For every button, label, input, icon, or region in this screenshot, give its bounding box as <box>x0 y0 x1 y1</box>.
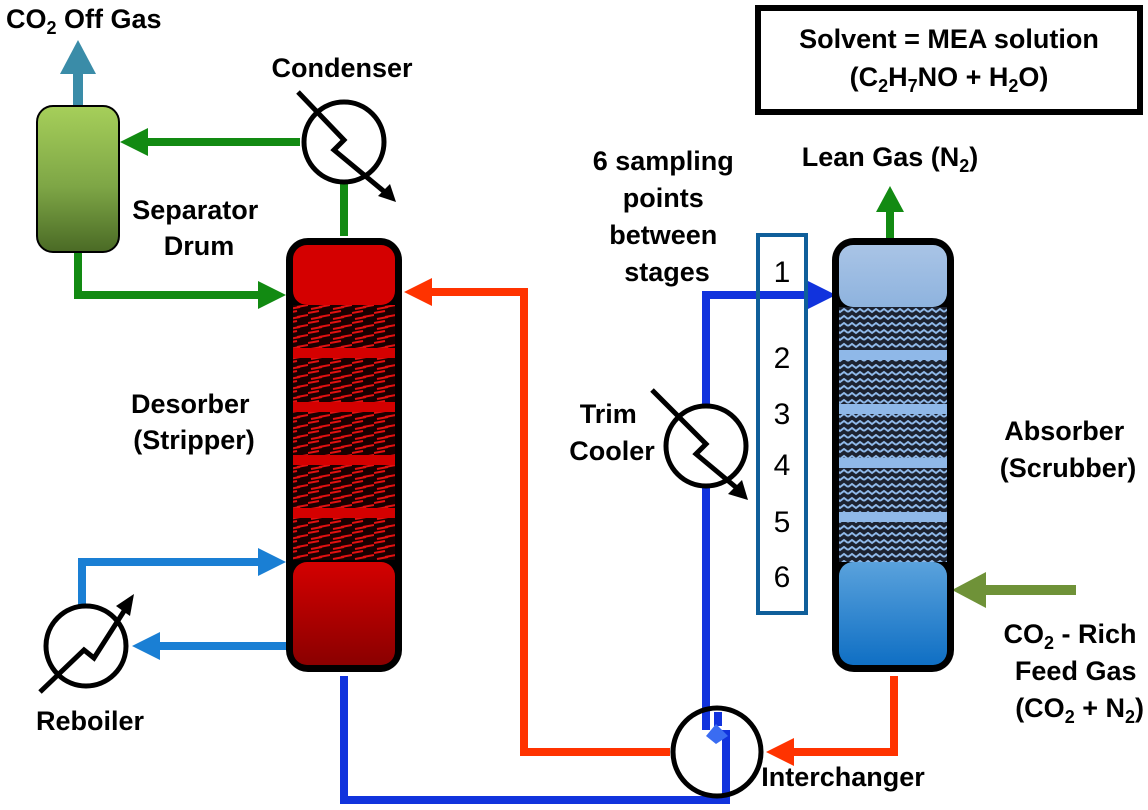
reboiler-return-line <box>78 558 262 612</box>
arrow-rich-to-desorber <box>404 278 432 306</box>
arrow-lean-gas <box>876 186 904 212</box>
interchanger-exchanger <box>670 705 764 799</box>
rich-solvent-line-to-desorber <box>432 288 670 756</box>
sampling-points-box <box>756 233 808 615</box>
arrow-reflux-to-desorber <box>258 281 286 309</box>
solvent-legend-line1: Solvent = MEA solution <box>799 24 1099 54</box>
sampling-points-label: 6 sampling points between stages <box>593 146 742 287</box>
lean-solvent-line-to-absorber <box>702 291 808 410</box>
sampling-point-1: 1 <box>774 256 791 289</box>
sampling-point-2: 2 <box>774 342 791 375</box>
arrow-feed-gas <box>952 572 986 608</box>
absorber-bottoms-line <box>790 676 898 756</box>
trim-cooler-exchanger <box>650 388 749 500</box>
reflux-line-separator-to-desorber <box>74 252 262 299</box>
lean-gas-label: Lean Gas (N2) <box>802 142 979 176</box>
arrow-lean-to-absorber <box>808 281 836 309</box>
lean-solvent-line-through-interchanger <box>702 480 722 730</box>
co2-off-gas-label: CO2 Off Gas <box>6 4 162 38</box>
sampling-point-4: 4 <box>774 449 791 482</box>
sampling-point-6: 6 <box>774 561 791 594</box>
condenser-label: Condenser <box>271 53 413 83</box>
arrow-to-reboiler <box>132 632 160 660</box>
arrow-co2-off-gas <box>60 40 96 74</box>
sampling-point-5: 5 <box>774 506 791 539</box>
reboiler-exchanger <box>38 594 134 694</box>
arrow-to-separator <box>120 128 148 156</box>
interchanger-inner-arrow <box>706 724 728 744</box>
arrow-reboiler-return <box>258 548 286 576</box>
reboiler-label: Reboiler <box>36 706 145 736</box>
desorber-column <box>286 238 402 672</box>
sampling-point-3: 3 <box>774 398 791 431</box>
interchanger-label: Interchanger <box>761 762 925 792</box>
separator-drum-label: Separator Drum <box>132 195 266 261</box>
trim-cooler-label: Trim Cooler <box>569 399 655 466</box>
separator-drum <box>36 105 120 253</box>
feed-gas-label: CO2 - Rich Feed Gas (CO2 + N2) <box>1003 619 1144 727</box>
lean-solvent-line-from-desorber <box>340 676 730 804</box>
desorber-label: Desorber (Stripper) <box>131 389 257 455</box>
solvent-legend-line2: (C2H7NO + H2O) <box>850 62 1049 96</box>
absorber-column <box>832 238 954 672</box>
condenser-exchanger <box>296 90 396 202</box>
solvent-legend-box <box>755 5 1143 115</box>
absorber-label: Absorber (Scrubber) <box>1000 416 1137 483</box>
arrow-to-interchanger <box>766 738 794 766</box>
